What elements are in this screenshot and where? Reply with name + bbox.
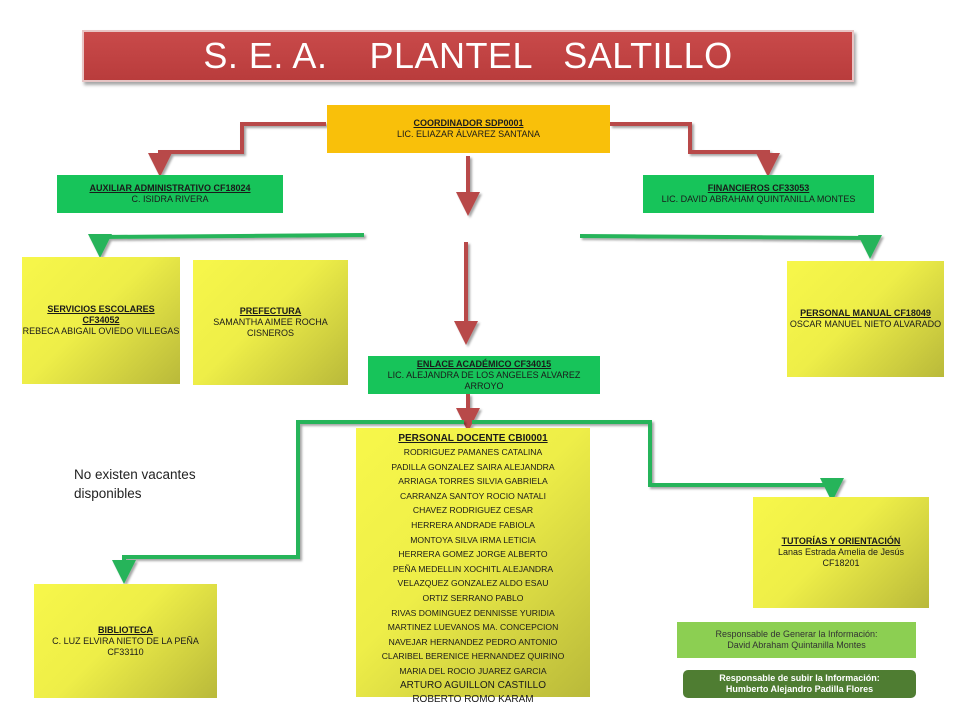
no-vacancies-line1: No existen vacantes <box>74 467 196 482</box>
connector-docente-biblioteca <box>112 420 464 584</box>
biblioteca-code: CF33110 <box>107 646 144 657</box>
list-item: MARIA DEL ROCIO JUAREZ GARCIA <box>399 665 547 676</box>
auxiliar-name: C. ISIDRA RIVERA <box>131 194 209 204</box>
financieros-box: FINANCIEROS CF33053 LIC. DAVID ABRAHAM Q… <box>643 175 874 213</box>
tutorias-title: TUTORÍAS Y ORIENTACIÓN <box>781 536 901 546</box>
coordinador-title: COORDINADOR SDP0001 <box>413 118 524 128</box>
list-item: PADILLA GONZALEZ SAIRA ALEJANDRA <box>391 461 555 472</box>
responsible-upload-label: Responsable de subir la Información: <box>719 673 880 683</box>
auxiliar-box: AUXILIAR ADMINISTRATIVO CF18024 C. ISIDR… <box>57 175 283 213</box>
enlace-academico-box: ENLACE ACADÉMICO CF34015 LIC. ALEJANDRA … <box>368 356 600 394</box>
docente-title: PERSONAL DOCENTE CBI0001 <box>398 433 548 444</box>
connector-financieros-manual <box>579 234 882 259</box>
biblioteca-box: BIBLIOTECA C. LUZ ELVIRA NIETO DE LA PEÑ… <box>34 584 217 698</box>
enlace-name: LIC. ALEJANDRA DE LOS ANGELES ALVAREZ AR… <box>387 369 581 391</box>
financieros-title: FINANCIEROS CF33053 <box>707 183 810 193</box>
servicios-title-line2: CF34052 <box>82 315 120 325</box>
list-item: MONTOYA SILVA IRMA LETICIA <box>410 534 536 545</box>
list-item: PEÑA MEDELLIN XOCHITL ALEJANDRA <box>392 563 554 574</box>
tutorias-code: CF18201 <box>822 558 860 568</box>
responsible-upload-box: Responsable de subir la Información: Hum… <box>683 670 916 698</box>
list-item: ROBERTO ROMO KARAM <box>412 693 534 705</box>
biblioteca-name: C. LUZ ELVIRA NIETO DE LA PEÑA <box>52 635 199 646</box>
personal-manual-name: OSCAR MANUEL NIETO ALVARADO <box>789 319 942 329</box>
prefectura-title: PREFECTURA <box>239 306 302 316</box>
prefectura-name-line1: SAMANTHA AIMEE ROCHA <box>213 317 328 327</box>
list-item: HERRERA GOMEZ JORGE ALBERTO <box>398 549 548 560</box>
no-vacancies-line2: disponibles <box>74 486 142 501</box>
list-item: CHAVEZ RODRIGUEZ CESAR <box>412 505 534 516</box>
responsible-upload-name: Humberto Alejandro Padilla Flores <box>725 684 874 694</box>
coordinador-name: LIC. ELIAZAR ÁLVAREZ SANTANA <box>396 129 541 139</box>
list-item: ARTURO AGUILLON CASTILLO <box>400 679 546 691</box>
connector-auxiliar-departments <box>88 233 365 258</box>
personal-manual-title: PERSONAL MANUAL CF18049 <box>800 308 931 318</box>
responsible-generate-name: David Abraham Quintanilla Montes <box>727 640 866 650</box>
list-item: NAVEJAR HERNANDEZ PEDRO ANTONIO <box>388 636 558 647</box>
prefectura-box: PREFECTURA SAMANTHA AIMEE ROCHA CISNEROS <box>193 260 348 385</box>
page-title: S. E. A. PLANTEL SALTILLO <box>82 30 854 82</box>
personal-docente-box: PERSONAL DOCENTE CBI0001 RODRIGUEZ PAMAN… <box>356 428 590 705</box>
enlace-title: ENLACE ACADÉMICO CF34015 <box>416 358 552 369</box>
servicios-name: REBECA ABIGAIL OVIEDO VILLEGAS <box>22 326 180 336</box>
list-item: CARRANZA SANTOY ROCIO NATALI <box>400 490 546 501</box>
biblioteca-title: BIBLIOTECA <box>98 624 153 635</box>
responsible-generate-label: Responsable de Generar la Información: <box>715 629 878 639</box>
no-vacancies-note: No existen vacantes disponibles <box>74 465 196 503</box>
list-item: MARTINEZ LUEVANOS MA. CONCEPCION <box>387 622 559 633</box>
servicios-title-line1: SERVICIOS ESCOLARES <box>47 304 155 314</box>
list-item: ORTIZ SERRANO PABLO <box>422 592 524 603</box>
responsible-generate-box: Responsable de Generar la Información: D… <box>677 622 916 658</box>
list-item: HERRERA ANDRADE FABIOLA <box>411 519 535 530</box>
connector-coordinador-auxiliar <box>148 122 326 177</box>
prefectura-name-line2: CISNEROS <box>246 328 294 338</box>
connector-docente-tutorias <box>472 420 844 502</box>
personal-manual-box: PERSONAL MANUAL CF18049 OSCAR MANUEL NIE… <box>787 261 944 377</box>
coordinador-box: COORDINADOR SDP0001 LIC. ELIAZAR ÁLVAREZ… <box>327 105 610 153</box>
list-item: VELAZQUEZ GONZALEZ ALDO ESAU <box>397 578 549 589</box>
list-item: ARRIAGA TORRES SILVIA GABRIELA <box>398 476 548 487</box>
tutorias-box: TUTORÍAS Y ORIENTACIÓN Lanas Estrada Ame… <box>753 497 929 608</box>
list-item: RIVAS DOMINGUEZ DENNISSE YURIDIA <box>391 607 555 618</box>
list-item: CLARIBEL BERENICE HERNANDEZ QUIRINO <box>381 651 565 662</box>
list-item: RODRIGUEZ PAMANES CATALINA <box>403 447 543 457</box>
financieros-name: LIC. DAVID ABRAHAM QUINTANILLA MONTES <box>661 194 856 204</box>
connector-coordinador-financieros <box>610 122 780 177</box>
servicios-escolares-box: SERVICIOS ESCOLARES CF34052 REBECA ABIGA… <box>22 257 180 384</box>
auxiliar-title: AUXILIAR ADMINISTRATIVO CF18024 <box>89 183 251 193</box>
tutorias-name: Lanas Estrada Amelia de Jesús <box>777 547 905 557</box>
